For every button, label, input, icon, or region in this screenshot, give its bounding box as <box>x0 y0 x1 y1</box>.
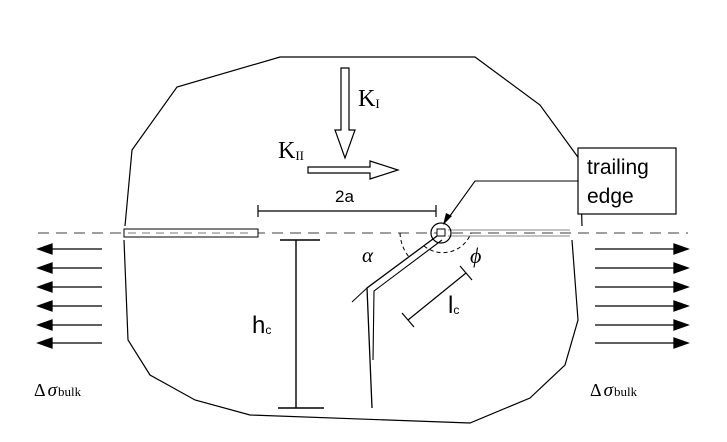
k-two-label: KII <box>278 138 304 164</box>
k-one-arrow <box>334 67 356 160</box>
lc-label: lc <box>448 292 459 319</box>
left-arrow-head-3 <box>36 281 53 293</box>
two-a-label: 2a <box>335 187 354 206</box>
k-two-arrow <box>307 160 400 180</box>
trailing-edge-circle <box>430 222 452 244</box>
left-arrow-head-6 <box>36 337 53 349</box>
k-one-label: KI <box>358 86 380 112</box>
branch-extension-line <box>351 287 368 303</box>
callout-line-2: edge <box>587 185 634 208</box>
left-arrow-head-2 <box>36 262 53 274</box>
left-stress-arrows <box>36 243 102 349</box>
lc-dimension-line <box>407 272 467 321</box>
right-stress-arrows <box>595 243 690 349</box>
callout-line-1: trailing <box>587 156 649 179</box>
right-arrow-head-3 <box>673 281 690 293</box>
right-arrow-head-2 <box>673 262 690 274</box>
left-arrow-head-4 <box>36 300 53 312</box>
lc-tick-upper <box>459 265 473 281</box>
upper-block-outline <box>124 56 583 227</box>
alpha-arc <box>399 232 410 258</box>
callout-leader-line <box>446 180 578 221</box>
right-arrow-head-4 <box>673 300 690 312</box>
branch-crack-inner <box>372 239 443 361</box>
alpha-label: α <box>362 243 374 267</box>
trailing-edge-marker <box>436 228 446 237</box>
right-arrow-head-1 <box>673 243 690 255</box>
phi-label: ϕ <box>470 243 481 268</box>
hc-label: hc <box>252 312 271 339</box>
branch-crack-outer <box>366 235 438 409</box>
lc-tick-lower <box>401 312 415 328</box>
trailing-edge-callout-box <box>577 147 677 215</box>
left-arrow-head-5 <box>36 319 53 331</box>
lower-block-outline <box>123 239 579 424</box>
right-arrow-head-6 <box>673 337 690 349</box>
left-arrow-head-1 <box>36 243 53 255</box>
right-arrow-head-5 <box>673 319 690 331</box>
callout-arrow-head <box>443 213 452 225</box>
phi-arc <box>423 232 472 254</box>
